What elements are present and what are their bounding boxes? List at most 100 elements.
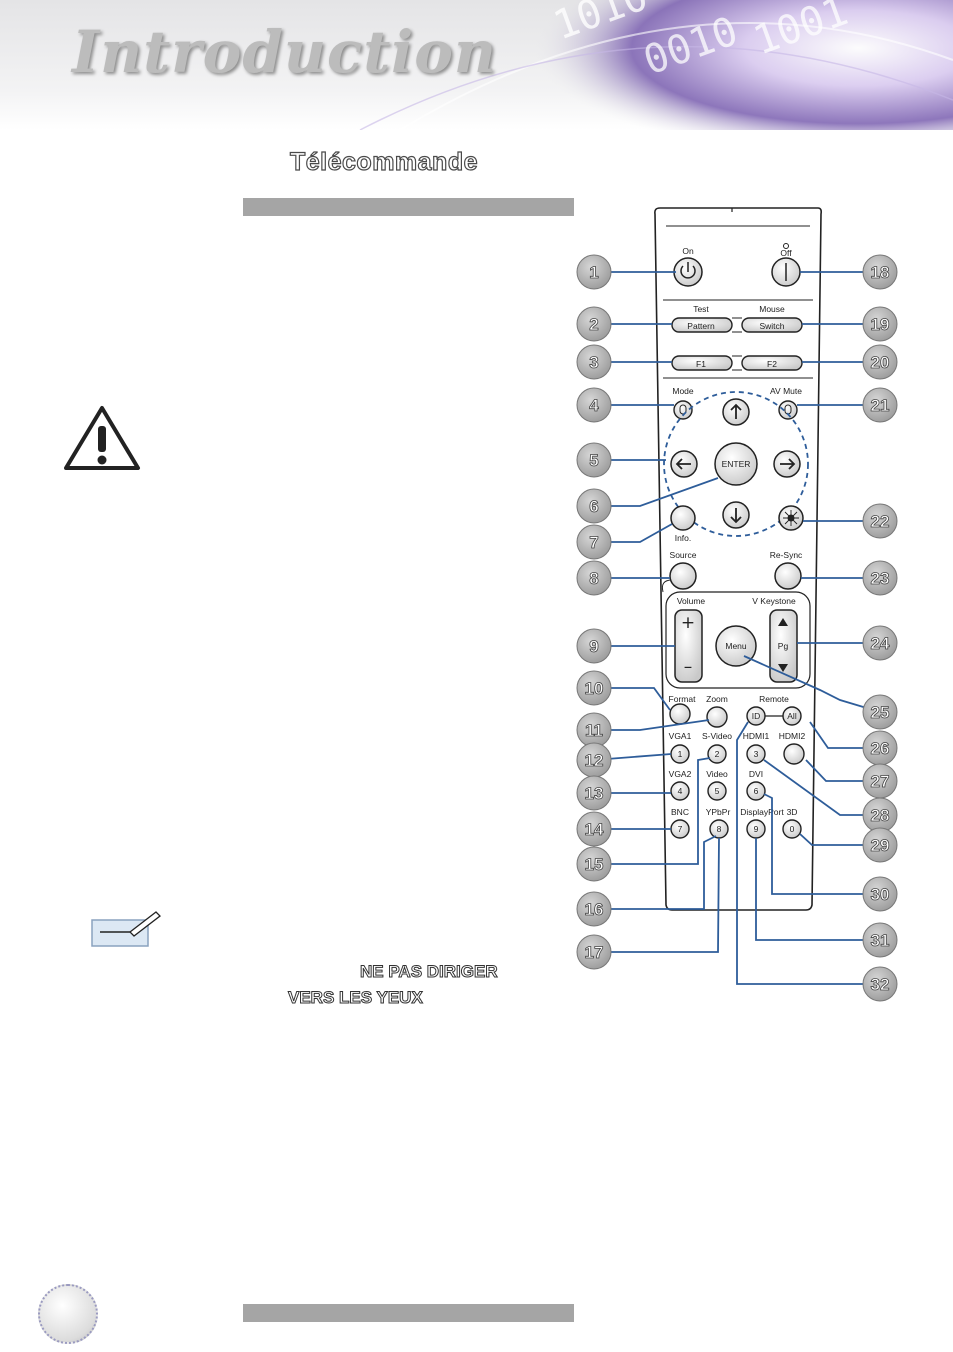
mouse-switch-button[interactable]: Switch bbox=[741, 317, 803, 333]
dpad-left-button[interactable] bbox=[670, 450, 698, 478]
callout-8: 8 bbox=[576, 560, 612, 596]
power-on-button[interactable] bbox=[673, 257, 703, 287]
svg-text:Re-Sync: Re-Sync bbox=[770, 550, 803, 560]
menu-button[interactable]: Menu bbox=[715, 625, 757, 667]
remote-body bbox=[654, 207, 822, 911]
svg-text:7: 7 bbox=[589, 533, 598, 552]
arrow-up-icon bbox=[730, 403, 742, 419]
volume-rocker[interactable]: + – bbox=[674, 609, 703, 683]
callout-6: 6 bbox=[576, 488, 612, 524]
key-5-button[interactable]: 5 bbox=[707, 781, 727, 801]
test-pattern-button[interactable]: Pattern bbox=[671, 317, 733, 333]
callout-13: 13 bbox=[576, 775, 612, 811]
remote-id-button[interactable]: ID bbox=[746, 706, 766, 726]
svg-text:F2: F2 bbox=[767, 359, 777, 369]
svg-text:19: 19 bbox=[871, 315, 890, 334]
header-background: 1010 0010 1001 bbox=[340, 0, 953, 130]
arrow-right-icon bbox=[780, 458, 796, 470]
f1-button[interactable]: F1 bbox=[671, 355, 733, 371]
svg-text:Switch: Switch bbox=[759, 321, 784, 331]
callout-31: 31 bbox=[862, 922, 898, 958]
callout-12: 12 bbox=[576, 742, 612, 778]
svg-text:5: 5 bbox=[715, 786, 720, 796]
mode-button[interactable] bbox=[673, 400, 693, 420]
key-0-button[interactable]: 0 bbox=[782, 819, 802, 839]
svg-text:8: 8 bbox=[589, 569, 598, 588]
svg-text:21: 21 bbox=[871, 396, 890, 415]
callout-10: 10 bbox=[576, 670, 612, 706]
keystone-page-rocker[interactable]: Pg bbox=[769, 609, 798, 683]
svg-text:25: 25 bbox=[871, 703, 890, 722]
svg-text:Source: Source bbox=[670, 550, 697, 560]
svg-text:4: 4 bbox=[678, 786, 683, 796]
warning-text-line1: NE PAS DIRIGER bbox=[360, 962, 499, 982]
svg-text:3: 3 bbox=[589, 353, 598, 372]
svg-text:YPbPr: YPbPr bbox=[706, 807, 731, 817]
svg-text:9: 9 bbox=[589, 637, 598, 656]
svg-text:3: 3 bbox=[754, 749, 759, 759]
svg-text:1: 1 bbox=[678, 749, 683, 759]
page-header: 1010 0010 1001 Introduction bbox=[0, 0, 953, 130]
remote-all-button[interactable]: All bbox=[782, 706, 802, 726]
arrow-down-icon bbox=[730, 508, 742, 524]
svg-text:2: 2 bbox=[715, 749, 720, 759]
svg-text:7: 7 bbox=[678, 824, 683, 834]
svg-text:All: All bbox=[787, 711, 797, 721]
laser-button[interactable] bbox=[778, 505, 804, 531]
triangle-up-icon bbox=[778, 618, 788, 626]
svg-text:VGA1: VGA1 bbox=[669, 731, 692, 741]
svg-text:F1: F1 bbox=[696, 359, 706, 369]
svg-text:Zoom: Zoom bbox=[706, 694, 728, 704]
warning-text-line2: VERS LES YEUX bbox=[288, 988, 424, 1008]
svg-text:15: 15 bbox=[585, 855, 604, 874]
svg-text:12: 12 bbox=[585, 751, 604, 770]
svg-text:Pg: Pg bbox=[778, 641, 789, 651]
svg-text:2: 2 bbox=[589, 315, 598, 334]
key-8-button[interactable]: 8 bbox=[709, 819, 729, 839]
key-2-button[interactable]: 2 bbox=[707, 744, 727, 764]
section-title: Introduction bbox=[72, 18, 498, 86]
dpad-right-button[interactable] bbox=[773, 450, 801, 478]
key-3-button[interactable]: 3 bbox=[746, 744, 766, 764]
svg-text:HDMI1: HDMI1 bbox=[743, 731, 770, 741]
svg-text:3D: 3D bbox=[787, 807, 798, 817]
key-4-button[interactable]: 4 bbox=[670, 781, 690, 801]
callout-23: 23 bbox=[862, 560, 898, 596]
page-number-badge bbox=[38, 1284, 98, 1344]
callout-26: 26 bbox=[862, 730, 898, 766]
note-pencil-icon bbox=[91, 911, 161, 947]
power-icon bbox=[680, 265, 696, 279]
warning-icon bbox=[64, 406, 140, 470]
callout-25: 25 bbox=[862, 694, 898, 730]
bottom-divider-bar bbox=[243, 1304, 574, 1322]
f2-button[interactable]: F2 bbox=[741, 355, 803, 371]
dpad-up-button[interactable] bbox=[722, 398, 750, 426]
hdmi2-button[interactable] bbox=[783, 743, 805, 765]
enter-button[interactable]: ENTER bbox=[714, 442, 758, 486]
resync-button[interactable] bbox=[774, 562, 802, 590]
callout-11: 11 bbox=[576, 712, 612, 748]
zoom-button[interactable] bbox=[706, 706, 728, 728]
svg-text:20: 20 bbox=[871, 353, 890, 372]
callout-21: 21 bbox=[862, 387, 898, 423]
svg-text:BNC: BNC bbox=[671, 807, 689, 817]
svg-text:4: 4 bbox=[589, 396, 599, 415]
source-button[interactable] bbox=[669, 562, 697, 590]
key-6-button[interactable]: 6 bbox=[746, 781, 766, 801]
svg-text:22: 22 bbox=[871, 512, 890, 531]
svg-text:On: On bbox=[682, 246, 694, 256]
av-mute-button[interactable] bbox=[778, 400, 798, 420]
callout-32: 32 bbox=[862, 966, 898, 1002]
key-7-button[interactable]: 7 bbox=[670, 819, 690, 839]
svg-text:+: + bbox=[681, 613, 695, 633]
callout-14: 14 bbox=[576, 811, 612, 847]
key-1-button[interactable]: 1 bbox=[670, 744, 690, 764]
page-title: Télécommande bbox=[289, 147, 479, 176]
info-button[interactable] bbox=[670, 505, 696, 531]
key-9-button[interactable]: 9 bbox=[746, 819, 766, 839]
format-button[interactable] bbox=[669, 703, 691, 725]
svg-text:Mouse: Mouse bbox=[759, 304, 785, 314]
dpad-down-button[interactable] bbox=[722, 501, 750, 529]
power-off-button[interactable] bbox=[771, 257, 801, 287]
